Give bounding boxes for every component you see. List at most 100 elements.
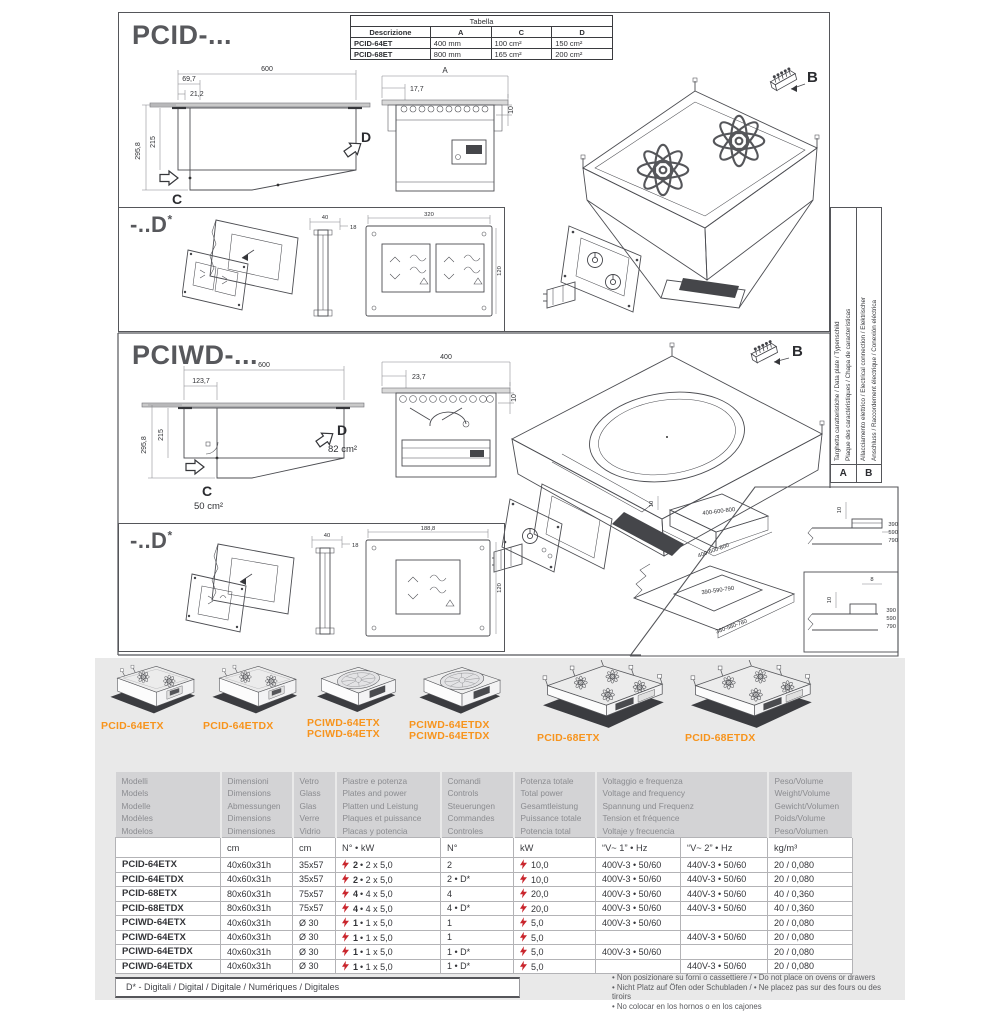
tabella-col-a: A [429,26,492,38]
svg-text:120: 120 [497,266,502,276]
controls-cell: 1 • D* [440,958,514,975]
spec-units-row: cm cm N° • kW N° kW “V~ 1” • Hz “V~ 2” •… [115,837,853,859]
tabella-col-d: D [551,26,613,38]
tabella-desc: PCID-64ET [350,37,431,49]
model-cell: PCIWD-64ETX [115,915,221,931]
svg-text:10: 10 [508,106,515,114]
glass-cell: 75x57 [292,900,336,917]
glass-cell: 75x57 [292,886,336,902]
tabella-d: 150 cm² [551,37,613,49]
svg-text:10: 10 [511,394,518,402]
v1-cell: 400V-3 • 50/60 [595,944,681,960]
svg-text:790: 790 [888,538,898,544]
unit-weight: kg/m³ [767,837,853,859]
pcid-isometric-drawing: B [543,66,820,313]
d-option-title-1: -..D* [130,212,173,237]
unit-v2: “V~ 2” • Hz [680,837,768,859]
product-image-2burner [203,664,303,720]
svg-text:69,7: 69,7 [182,76,196,83]
svg-text:40: 40 [322,215,328,221]
svg-text:390: 390 [888,522,898,528]
weight-cell: 40 / 0,360 [767,900,853,917]
power-bolt-icon [520,888,527,899]
note-line: • Nicht Platz auf Öfen oder Schubladen /… [612,982,881,1002]
pciwd-section-title: PCIWD-... [132,340,258,370]
power-bolt-icon [520,859,527,870]
svg-text:390-590-790: 390-590-790 [701,586,734,597]
svg-text:82 cm²: 82 cm² [328,444,357,455]
v2-cell: 440V-3 • 50/60 [680,886,768,902]
controls-cell: 4 [440,886,514,902]
note-line: • Non posizionare su forni o cassettiere… [612,973,876,982]
svg-text:790: 790 [886,624,896,630]
svg-text:390: 390 [886,608,896,614]
pcid-front-view-drawing: A 17,7 10 [381,66,515,192]
tabella-col-c: C [490,26,553,38]
spec-row: PCID-64ETX 40x60x31h 35x57 2• 2 x 5,0 2 … [115,857,853,873]
power-cell: 10,0 [513,857,596,873]
product-image-wok [419,667,501,714]
spec-row: PCIWD-64ETX 40x60x31h Ø 30 1• 1 x 5,0 1 … [115,929,853,946]
product-pcid-64etdx: PCID-64ETDX [203,664,303,732]
unit-controls: N° [440,837,514,859]
d-option-title-2: -..D* [130,528,173,553]
d-option-frame-2 [118,523,505,652]
legend-key-a: A [831,464,856,482]
v2-cell [680,915,768,931]
product-label: PCID-64ETX [101,719,164,732]
v1-cell [595,929,681,946]
power-cell: 20,0 [513,886,596,902]
glass-cell: 35x57 [292,871,336,888]
pciwd-front-view-drawing: 400 23,7 10 [381,354,518,478]
dim-cell: 40x60x31h [220,857,293,873]
tabella-a: 400 mm [429,37,492,49]
svg-text:400-600-800: 400-600-800 [697,543,730,560]
controls-cell: 1 [440,929,514,946]
power-cell: 5,0 [513,958,596,975]
svg-text:18: 18 [352,543,358,549]
svg-text:B: B [807,69,818,86]
svg-text:123,7: 123,7 [192,378,210,385]
pcid-side-section-drawing: 600 69,7 21,2 295,8 215 C D [135,66,371,206]
product-label: PCID-64ETDX [203,719,274,732]
svg-text:295,8: 295,8 [141,436,148,454]
power-cell: 5,0 [513,944,596,960]
model-cell: PCIWD-64ETX [115,929,221,946]
product-image-4burner [685,660,817,732]
cutout-installation-drawing: 400-600-800 400-600-800 10 390-590-790 3… [629,486,899,657]
model-cell: PCID-68ETDX [115,900,221,917]
power-bolt-icon [342,873,349,884]
tabella-row: PCID-68ET 800 mm 165 cm² 200 cm² [350,48,613,60]
power-bolt-icon [520,931,527,942]
product-label: PCID-68ETDX [685,731,756,744]
svg-text:600: 600 [258,362,270,369]
power-cell: 10,0 [513,871,596,888]
tabella-desc: PCID-68ET [350,48,431,60]
svg-text:8: 8 [870,577,873,583]
weight-cell: 20 / 0,080 [767,857,853,873]
tabella-title: Tabella [350,15,613,27]
power-bolt-icon [342,859,349,870]
v1-cell [595,958,681,975]
v1-cell: 400V-3 • 50/60 [595,886,681,902]
plates-cell: 4• 4 x 5,0 [335,886,441,902]
controls-cell: 2 • D* [440,871,514,888]
plates-cell: 2• 2 x 5,0 [335,857,441,873]
svg-text:21,2: 21,2 [190,91,204,98]
spec-row: PCIWD-64ETDX 40x60x31h Ø 30 1• 1 x 5,0 1… [115,958,853,975]
product-image-2burner [101,664,201,720]
power-bolt-icon [342,917,349,928]
svg-text:215: 215 [158,429,165,441]
v2-cell: 440V-3 • 50/60 [680,900,768,917]
tabella-d: 200 cm² [551,48,613,60]
legend-col-a: Targhetta caratteristiche / Data plate /… [831,208,856,482]
weight-cell: 20 / 0,080 [767,871,853,888]
svg-text:295,8: 295,8 [135,142,142,160]
svg-text:C: C [172,191,182,206]
v1-cell: 400V-3 • 50/60 [595,900,681,917]
